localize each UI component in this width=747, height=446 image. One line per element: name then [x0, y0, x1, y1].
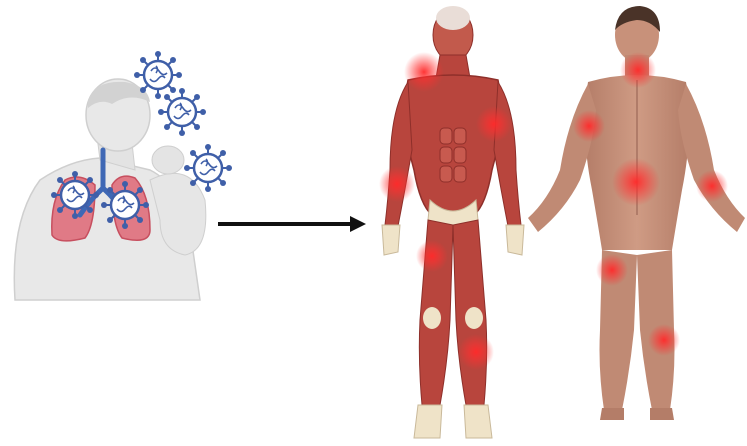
pain-spot — [696, 170, 728, 202]
pain-spot — [648, 324, 680, 356]
muscular-body-front-icon — [382, 6, 524, 438]
pain-spot — [596, 254, 628, 286]
pain-spot — [416, 240, 448, 272]
pain-spot — [612, 158, 660, 206]
pain-spot — [476, 106, 512, 142]
pain-spot — [404, 52, 444, 92]
right-arrow-icon — [218, 216, 366, 232]
pain-spot — [573, 110, 605, 142]
pain-spot — [458, 334, 494, 370]
pain-spot — [620, 52, 656, 88]
pain-spot — [379, 166, 415, 202]
